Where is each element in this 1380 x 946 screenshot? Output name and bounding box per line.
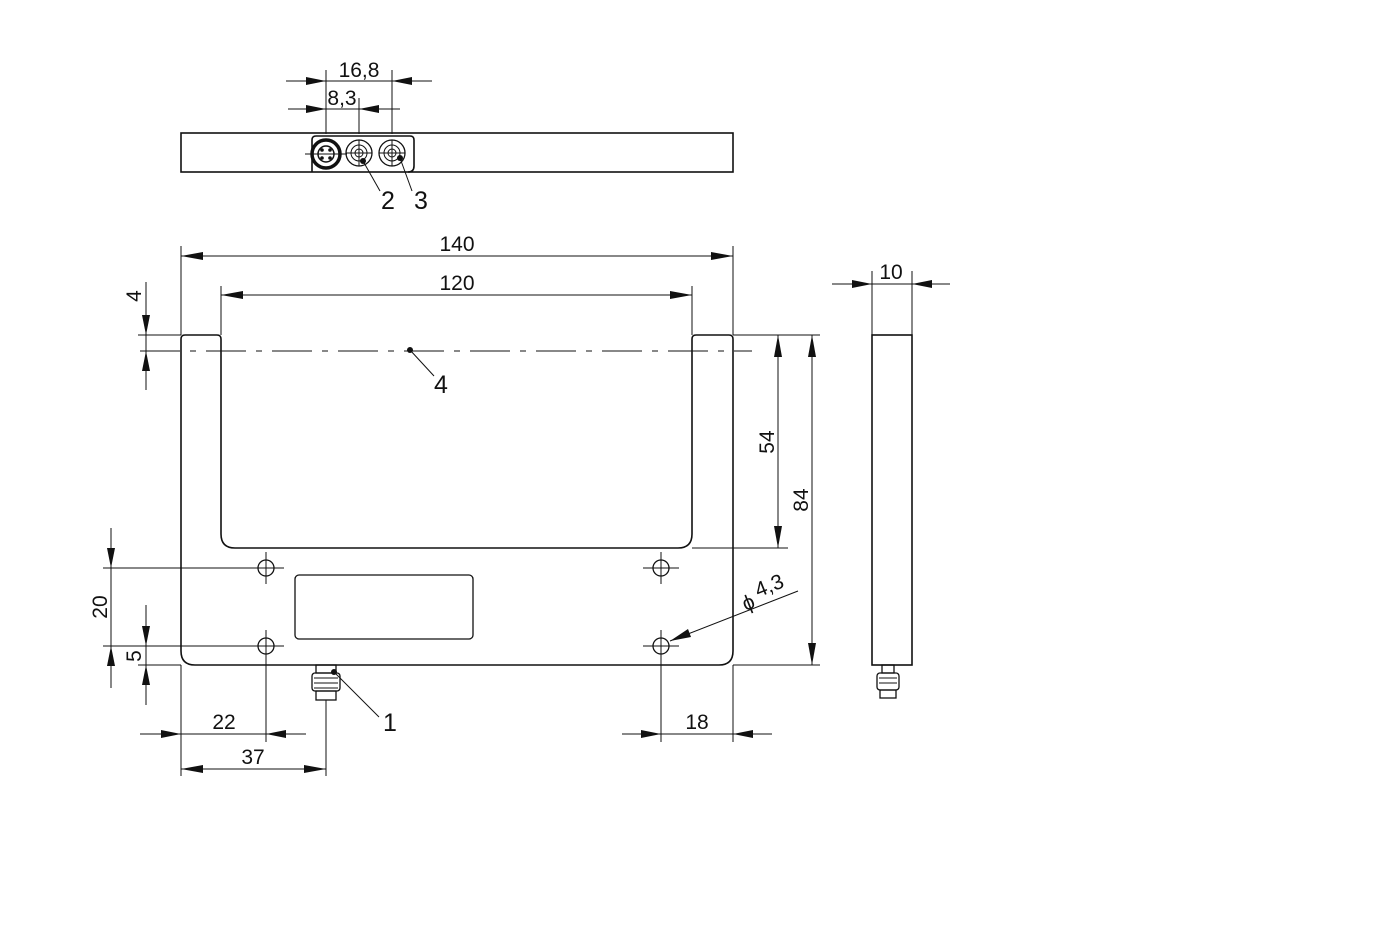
top-view-housing: [180, 132, 734, 173]
dim-depth: 10: [879, 261, 902, 284]
callout-2: 2: [381, 187, 395, 215]
top-view: 16,8 8,3 2 3: [180, 59, 734, 215]
top-connector-icon: [305, 138, 347, 170]
dim-edge-offset: 4: [123, 290, 146, 302]
callout-4: 4: [434, 371, 448, 399]
side-connector-icon: [876, 664, 900, 699]
dim-hole-spacing: 20: [89, 595, 112, 618]
dim-hole-right: 18: [685, 711, 708, 734]
dim-slot-depth: 54: [756, 430, 779, 454]
dim-slot-width: 120: [439, 272, 474, 295]
dim-diameter-symbol: ϕ: [739, 590, 759, 616]
mounting-hole-icon: [643, 630, 679, 662]
indicator-led-3-icon: [378, 139, 406, 167]
dim-connector-offset: 37: [241, 746, 264, 769]
dim-top-outer: 16,8: [339, 59, 380, 82]
dim-overall-width: 140: [439, 233, 474, 256]
side-view-housing: [871, 334, 913, 666]
dim-hole-left: 22: [212, 711, 235, 734]
indicator-led-2-icon: [345, 139, 373, 167]
connector-plug-icon: [311, 664, 341, 701]
mounting-hole-icon: [248, 630, 284, 662]
dim-hole-bottom: 5: [123, 650, 146, 662]
mounting-hole-icon: [248, 552, 284, 584]
dim-top-inner: 8,3: [327, 87, 356, 110]
top-view-connector-plate: [311, 135, 415, 173]
side-view: 10: [832, 261, 950, 699]
callout-3: 3: [414, 187, 428, 215]
dim-overall-height: 84: [790, 488, 813, 512]
mounting-hole-icon: [643, 552, 679, 584]
front-view: 4 140 120 4 54 84: [89, 233, 820, 776]
label-area: [294, 574, 474, 640]
callout-1: 1: [383, 709, 397, 737]
front-view-housing: [180, 334, 734, 666]
